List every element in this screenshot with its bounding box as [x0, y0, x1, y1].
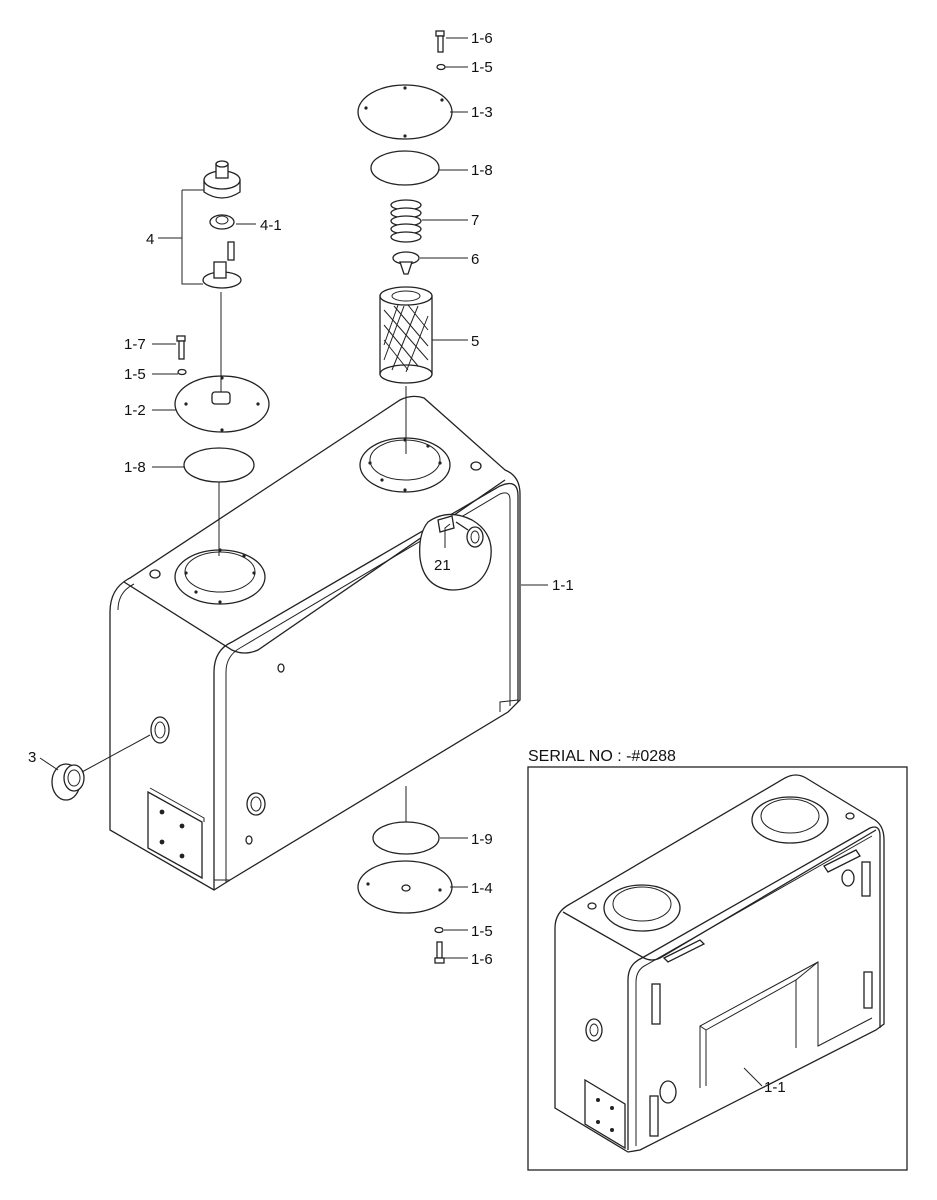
label-1-3: 1-3	[471, 104, 493, 121]
label-1-1-inset: 1-1	[764, 1079, 786, 1096]
bolt-1-7	[176, 335, 186, 360]
drain-plug-3	[51, 734, 151, 801]
gasket-1-8-left	[183, 447, 255, 483]
label-1-5-mid: 1-5	[124, 366, 146, 383]
label-1-6-bottom: 1-6	[471, 951, 493, 968]
bolt-1-6-bottom	[434, 941, 445, 964]
label-7: 7	[471, 212, 479, 229]
serial-inset: SERIAL NO : -#0288	[527, 748, 908, 1171]
label-6: 6	[471, 251, 479, 268]
gasket-1-9	[372, 821, 440, 855]
tank-flange-left	[174, 548, 266, 605]
label-1-2: 1-2	[124, 402, 146, 419]
tank-flange-right	[359, 437, 451, 493]
gasket-1-8-top	[370, 150, 440, 186]
valve-6	[392, 251, 420, 275]
label-1-4: 1-4	[471, 880, 493, 897]
leader-lines	[39, 37, 548, 959]
label-4: 4	[146, 231, 154, 248]
label-1-8-left: 1-8	[124, 459, 146, 476]
label-1-5-bottom: 1-5	[471, 923, 493, 940]
breather-assembly-4	[202, 160, 242, 289]
tank-body	[109, 395, 521, 891]
cover-1-3	[357, 84, 453, 140]
fitting-21-detail	[419, 513, 492, 591]
label-4-1: 4-1	[260, 217, 282, 234]
cover-1-2	[174, 375, 270, 433]
washer-1-5-bottom	[434, 926, 444, 934]
label-1-7: 1-7	[124, 336, 146, 353]
label-1-5-top: 1-5	[471, 59, 493, 76]
label-21: 21	[434, 557, 451, 574]
bolt-1-6-top	[435, 30, 445, 53]
label-1-6-top: 1-6	[471, 30, 493, 47]
label-1-8-top: 1-8	[471, 162, 493, 179]
label-3: 3	[28, 749, 36, 766]
washer-1-5-top	[436, 63, 446, 71]
label-5: 5	[471, 333, 479, 350]
label-1-9: 1-9	[471, 831, 493, 848]
label-1-1: 1-1	[552, 577, 574, 594]
inset-title: SERIAL NO : -#0288	[528, 748, 676, 765]
spring-7	[390, 199, 422, 243]
washer-1-5-mid	[177, 368, 187, 376]
strainer-5	[379, 286, 433, 384]
cover-1-4	[357, 860, 453, 914]
